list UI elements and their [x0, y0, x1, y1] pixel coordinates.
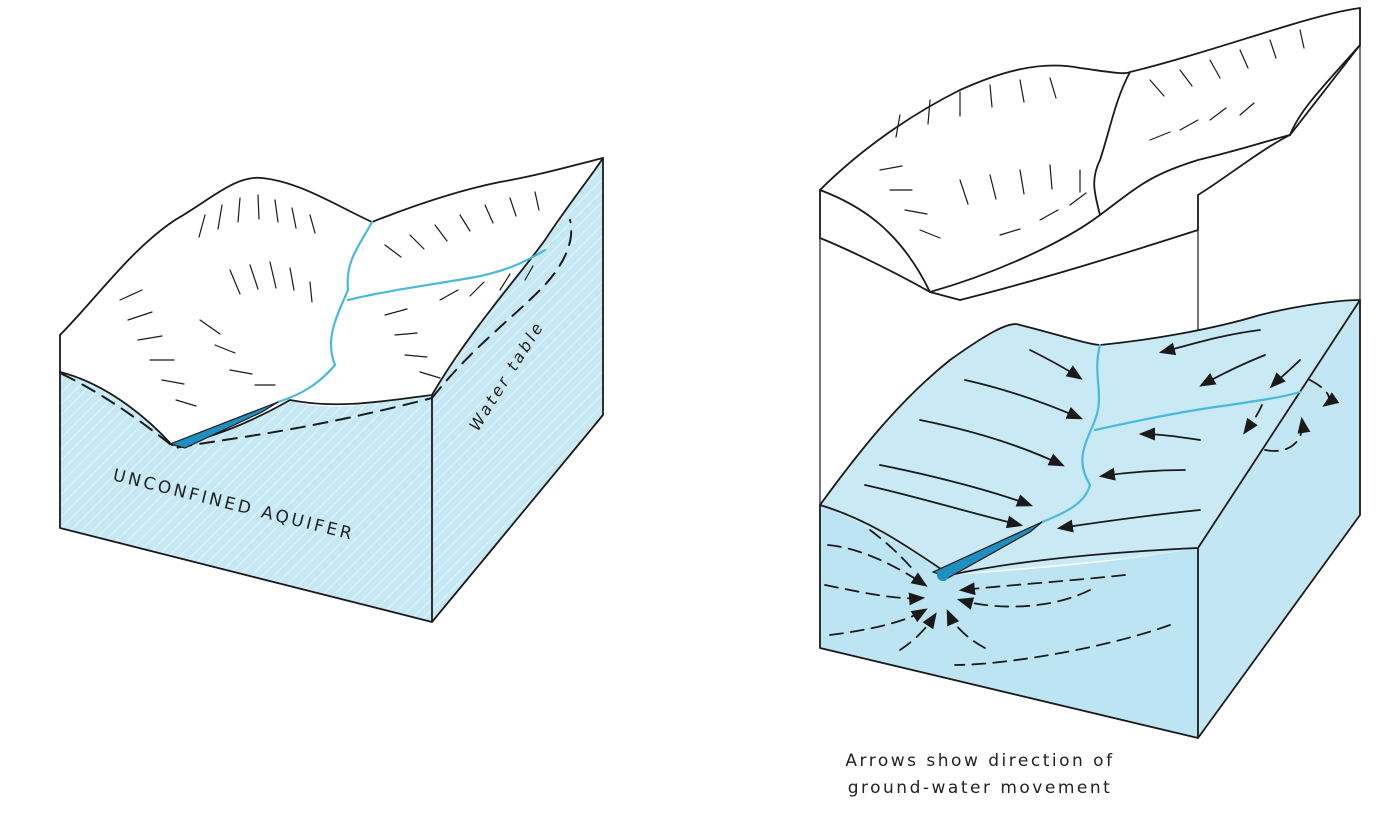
left-block-diagram: UNCONFINED AQUIFER Water table: [59, 157, 604, 623]
left-aquifer-front-face: [60, 372, 432, 622]
caption-line-2: ground-water movement: [847, 778, 1113, 798]
left-stream-mouth: [168, 401, 279, 449]
lower-aquifer-front-face: [820, 505, 1198, 738]
upper-land-slab: [820, 8, 1360, 300]
caption-line-1: Arrows show direction of: [845, 751, 1115, 771]
flow-arrows: [864, 329, 1340, 533]
left-land-surface: [60, 158, 603, 445]
left-slope-hachures: [119, 191, 540, 407]
left-aquifer-right-face: [432, 160, 603, 622]
lower-aquifer-right-face: [1198, 300, 1360, 738]
right-block-diagram: [819, 7, 1361, 739]
left-stream: [276, 220, 374, 404]
subsurface-flow-arrows: [824, 529, 1171, 666]
lower-stream: [1040, 343, 1102, 524]
upper-slab-hachures: [879, 29, 1305, 239]
flow-caption: Arrows show direction of ground-water mo…: [790, 748, 1170, 802]
